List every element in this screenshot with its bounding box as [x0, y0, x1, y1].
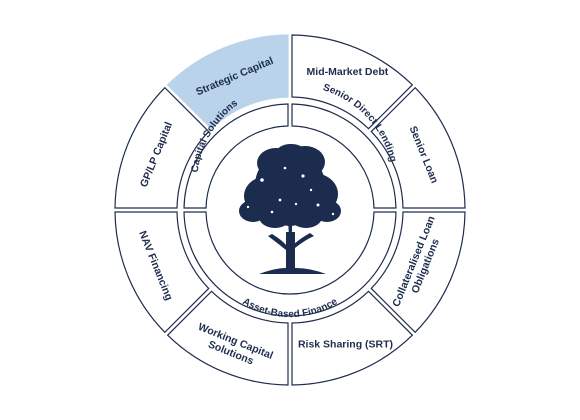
- segment-gp-lp-capital: [114, 86, 210, 209]
- segment-senior-loan: [370, 86, 466, 209]
- oak-tree-icon: [239, 144, 341, 274]
- segment-working-capital-solutions: [166, 290, 289, 386]
- inner-group-ring: [183, 103, 397, 317]
- group-ring-capital-solutions: [183, 103, 289, 209]
- group-ring-senior-direct-lending: [291, 103, 397, 209]
- segment-risk-sharing: [291, 290, 414, 386]
- outer-segment-ring: [114, 34, 466, 386]
- segment-nav-financing: [114, 211, 210, 334]
- segment-label-risk-sharing: Risk Sharing (SRT): [298, 338, 393, 350]
- group-ring-asset-based-finance: [183, 211, 397, 317]
- segment-collateralised-loan-obligations: [370, 211, 466, 334]
- segment-strategic-capital: [166, 34, 289, 130]
- segment-mid-market-debt: [291, 34, 414, 130]
- segment-label-mid-market-debt: Mid-Market Debt: [307, 66, 389, 78]
